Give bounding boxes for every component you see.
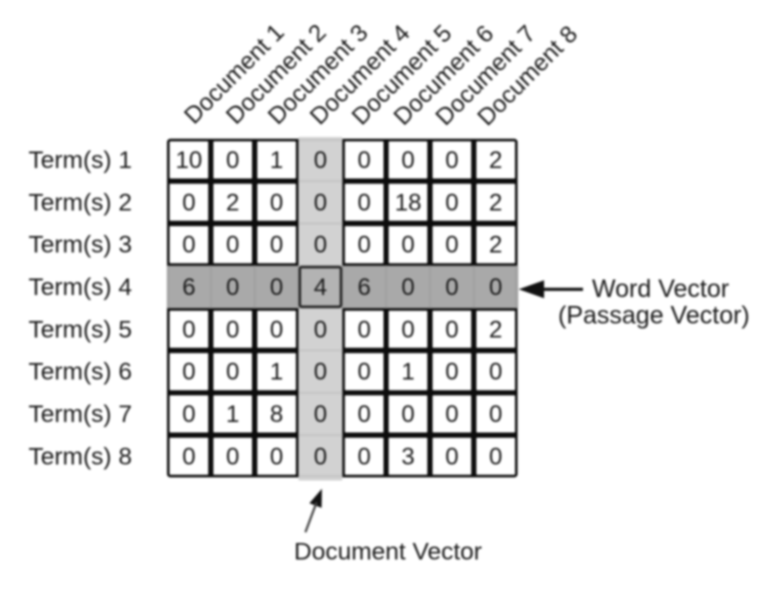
svg-text:2: 2 [489, 232, 502, 259]
svg-text:2: 2 [489, 316, 502, 343]
svg-text:0: 0 [314, 189, 327, 216]
svg-text:0: 0 [401, 147, 414, 174]
svg-text:0: 0 [358, 316, 371, 343]
svg-text:4: 4 [314, 274, 327, 301]
svg-text:(Passage Vector): (Passage Vector) [558, 302, 750, 330]
svg-text:0: 0 [182, 316, 195, 343]
svg-text:1: 1 [270, 147, 283, 174]
svg-text:Term(s) 5: Term(s) 5 [29, 316, 132, 343]
svg-text:2: 2 [489, 147, 502, 174]
svg-text:0: 0 [314, 443, 327, 470]
svg-text:Term(s) 4: Term(s) 4 [29, 274, 132, 301]
svg-text:1: 1 [270, 359, 283, 386]
svg-text:0: 0 [226, 232, 239, 259]
svg-text:0: 0 [445, 359, 458, 386]
svg-text:0: 0 [226, 443, 239, 470]
svg-text:Term(s) 8: Term(s) 8 [29, 443, 132, 470]
svg-text:0: 0 [314, 147, 327, 174]
svg-text:Term(s) 7: Term(s) 7 [29, 401, 132, 428]
svg-text:10: 10 [176, 147, 203, 174]
svg-text:0: 0 [182, 443, 195, 470]
svg-text:0: 0 [270, 443, 283, 470]
svg-text:0: 0 [445, 443, 458, 470]
svg-text:Word Vector: Word Vector [592, 275, 729, 303]
svg-text:0: 0 [445, 232, 458, 259]
svg-text:0: 0 [445, 147, 458, 174]
svg-text:0: 0 [401, 232, 414, 259]
svg-text:3: 3 [401, 443, 414, 470]
svg-text:0: 0 [401, 274, 414, 301]
svg-text:0: 0 [358, 147, 371, 174]
svg-text:2: 2 [226, 189, 239, 216]
svg-text:0: 0 [270, 316, 283, 343]
svg-text:0: 0 [182, 189, 195, 216]
svg-text:6: 6 [358, 274, 371, 301]
svg-text:0: 0 [270, 232, 283, 259]
svg-text:Term(s) 1: Term(s) 1 [29, 147, 132, 174]
svg-text:0: 0 [445, 401, 458, 428]
svg-text:0: 0 [226, 359, 239, 386]
svg-text:0: 0 [182, 401, 195, 428]
svg-text:0: 0 [314, 316, 327, 343]
svg-text:0: 0 [226, 147, 239, 174]
svg-text:6: 6 [182, 274, 195, 301]
svg-text:0: 0 [314, 359, 327, 386]
svg-text:0: 0 [489, 274, 502, 301]
svg-text:0: 0 [358, 232, 371, 259]
svg-text:Term(s) 3: Term(s) 3 [29, 232, 132, 259]
svg-text:0: 0 [182, 359, 195, 386]
svg-text:0: 0 [489, 401, 502, 428]
svg-text:0: 0 [489, 359, 502, 386]
svg-text:1: 1 [401, 359, 414, 386]
svg-text:18: 18 [395, 189, 422, 216]
svg-text:0: 0 [358, 401, 371, 428]
svg-text:0: 0 [270, 189, 283, 216]
svg-text:0: 0 [445, 316, 458, 343]
svg-text:0: 0 [489, 443, 502, 470]
svg-text:Document Vector: Document Vector [294, 539, 482, 566]
svg-text:0: 0 [358, 443, 371, 470]
svg-text:1: 1 [226, 401, 239, 428]
svg-text:Term(s) 6: Term(s) 6 [29, 359, 132, 386]
svg-text:0: 0 [226, 274, 239, 301]
svg-text:0: 0 [401, 401, 414, 428]
svg-text:0: 0 [314, 232, 327, 259]
svg-text:0: 0 [445, 274, 458, 301]
svg-text:0: 0 [401, 316, 414, 343]
svg-text:2: 2 [489, 189, 502, 216]
svg-text:Term(s) 2: Term(s) 2 [29, 189, 132, 216]
svg-text:0: 0 [358, 359, 371, 386]
svg-text:8: 8 [270, 401, 283, 428]
svg-text:0: 0 [358, 189, 371, 216]
svg-text:0: 0 [226, 316, 239, 343]
svg-text:0: 0 [182, 232, 195, 259]
svg-text:0: 0 [314, 401, 327, 428]
svg-text:0: 0 [445, 189, 458, 216]
svg-text:0: 0 [270, 274, 283, 301]
